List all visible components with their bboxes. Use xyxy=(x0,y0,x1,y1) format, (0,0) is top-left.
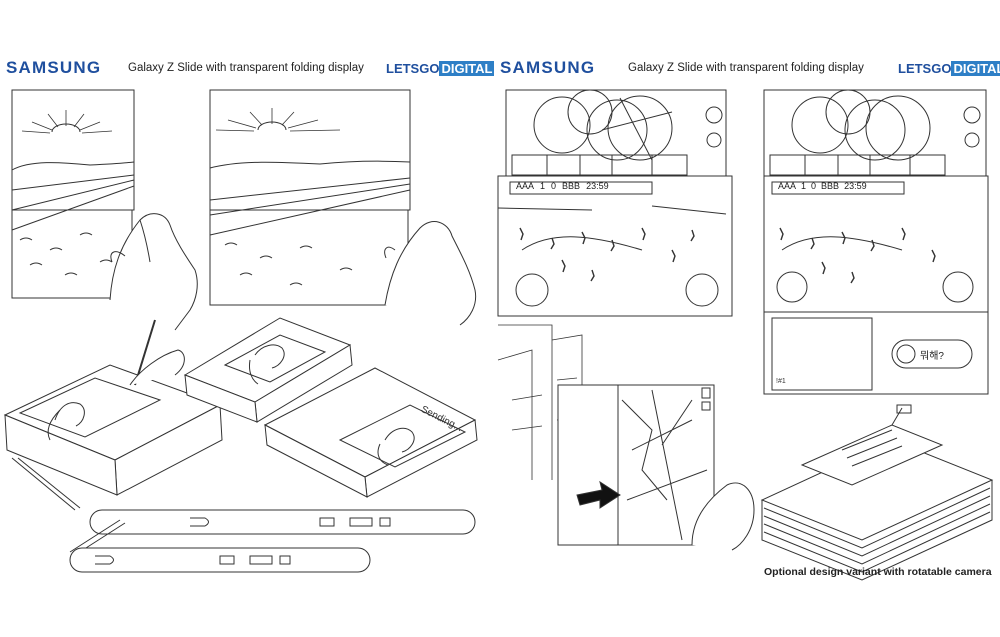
phone-stylus-drawing xyxy=(3,319,223,496)
right-patent-panel: SAMSUNG Galaxy Z Slide with transparent … xyxy=(492,0,1000,637)
side-profile-2 xyxy=(69,519,371,573)
time: 23:59 xyxy=(586,181,609,191)
phone-landscape-2 xyxy=(209,89,477,326)
right-title: Galaxy Z Slide with transparent folding … xyxy=(628,62,864,74)
score-b-2: 0 xyxy=(811,181,817,191)
logo-part1-right: LETSGO xyxy=(898,61,952,76)
phone-landscape-1 xyxy=(11,89,198,331)
left-title: Galaxy Z Slide with transparent folding … xyxy=(128,62,364,74)
samsung-logo: SAMSUNG xyxy=(6,58,102,77)
right-illustrations xyxy=(497,89,994,581)
team-a-2: AAA xyxy=(778,181,797,191)
logo-part2: DIGITAL xyxy=(439,61,495,76)
score-a: 1 xyxy=(540,181,546,191)
logo-part1: LETSGO xyxy=(386,61,440,76)
game-device-2 xyxy=(763,89,989,395)
left-header: SAMSUNG Galaxy Z Slide with transparent … xyxy=(0,58,495,80)
samsung-logo-right: SAMSUNG xyxy=(500,58,596,77)
score-a-2: 1 xyxy=(801,181,807,191)
game-device-1 xyxy=(497,89,733,317)
phone-portrait xyxy=(183,317,353,423)
side-profile-1 xyxy=(11,457,476,535)
time-2: 23:59 xyxy=(844,181,867,191)
team-a: AAA xyxy=(516,181,535,191)
map-device xyxy=(497,324,755,551)
special-key: !#1 xyxy=(776,378,786,385)
chat-bubble: 뭐해? xyxy=(920,351,944,362)
score-b: 0 xyxy=(551,181,557,191)
book-device xyxy=(760,404,994,581)
phone-sending xyxy=(263,367,478,498)
left-patent-panel: SAMSUNG Galaxy Z Slide with transparent … xyxy=(0,0,495,637)
team-b-2: BBB xyxy=(821,181,840,191)
left-illustrations xyxy=(3,89,478,573)
logo-part2-right: DIGITAL xyxy=(951,61,1000,76)
caption-rotatable-camera: Optional design variant with rotatable c… xyxy=(764,566,992,578)
right-header: SAMSUNG Galaxy Z Slide with transparent … xyxy=(492,58,1000,80)
team-b: BBB xyxy=(562,181,581,191)
scoreboard-2: AAA 1 0 BBB 23:59 xyxy=(778,181,867,191)
scoreboard-1: AAA 1 0 BBB 23:59 xyxy=(516,181,609,191)
